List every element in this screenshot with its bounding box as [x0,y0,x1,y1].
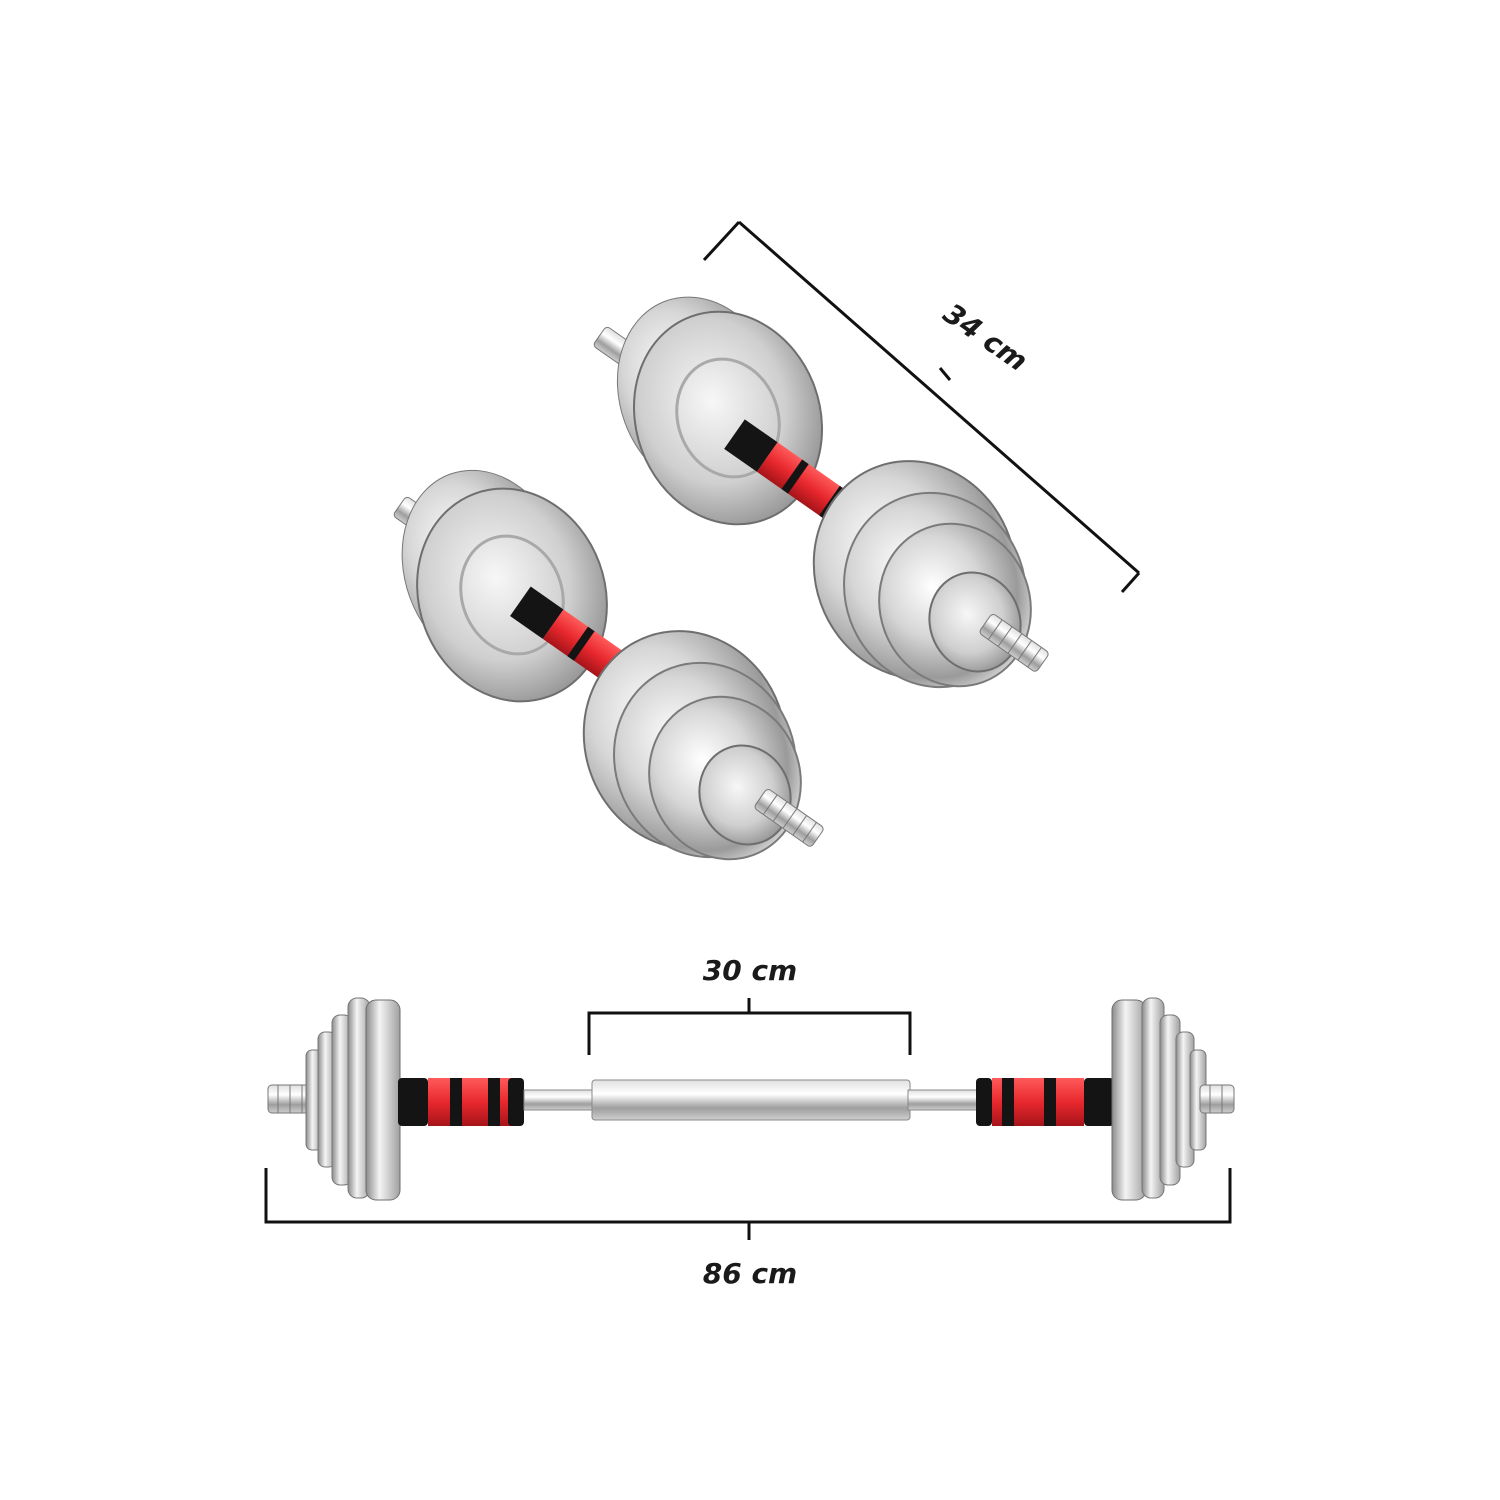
dumbbell-dimension-line [702,220,1141,594]
connector-dimension-bracket [587,998,912,1055]
barbell-length-label: 86 cm [703,1257,798,1290]
dumbbell-length-label: 34 cm [937,297,1033,378]
barbell-dimension-bracket [264,1168,1232,1240]
back-dumbbell [593,296,1049,689]
barbell [267,997,1235,1201]
front-dumbbell [393,469,824,861]
connector-length-label: 30 cm [703,954,798,987]
